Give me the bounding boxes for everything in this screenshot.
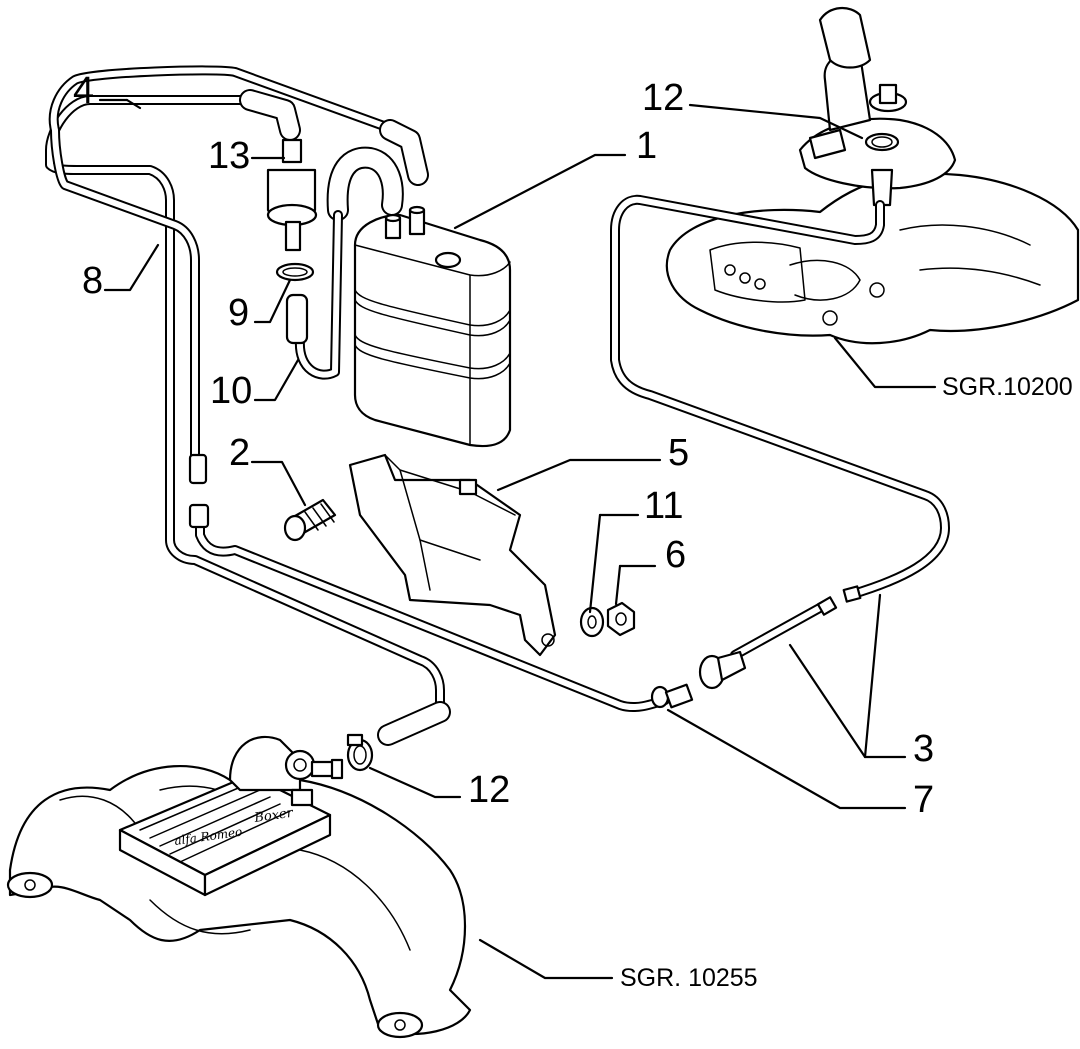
callout-7: 7 [913,779,934,821]
reference-tank: SGR.10200 [942,373,1073,401]
part-9-clip [275,262,315,282]
callout-10: 10 [210,370,252,412]
callout-6: 6 [665,534,686,576]
callout-2: 2 [229,432,250,474]
part-11-washer [579,606,605,638]
part-13-valve [266,138,318,252]
part-5-bracket [348,453,557,657]
intake-manifold-drawing: Boxer alfa Romeo [6,735,472,1039]
reference-manifold: SGR. 10255 [620,964,758,992]
callout-labels: 4 13 1 12 8 9 10 2 5 11 6 SGR.10200 3 7 … [73,70,1073,992]
part-10-sleeve [285,293,309,345]
fuel-tank-drawing [665,7,1080,345]
leader-lines [98,98,937,980]
part-2-bolt [283,498,337,542]
hoses [239,89,451,746]
part-1-canister [353,205,512,448]
manifold-logo-boxer: Boxer [252,806,294,826]
pipe-connectors [188,453,862,709]
callout-8: 8 [82,260,103,302]
callout-12-top: 12 [642,77,684,119]
callout-11: 11 [644,485,683,527]
part-6-nut [606,601,636,637]
callout-3: 3 [913,728,934,770]
callout-9: 9 [228,292,249,334]
callout-1: 1 [636,125,657,167]
callout-13: 13 [208,135,250,177]
callout-5: 5 [668,432,689,474]
callout-12-bottom: 12 [468,769,510,811]
pipe-lines [45,65,950,720]
callout-4: 4 [73,70,94,112]
part-12-clip-bottom [346,733,374,772]
